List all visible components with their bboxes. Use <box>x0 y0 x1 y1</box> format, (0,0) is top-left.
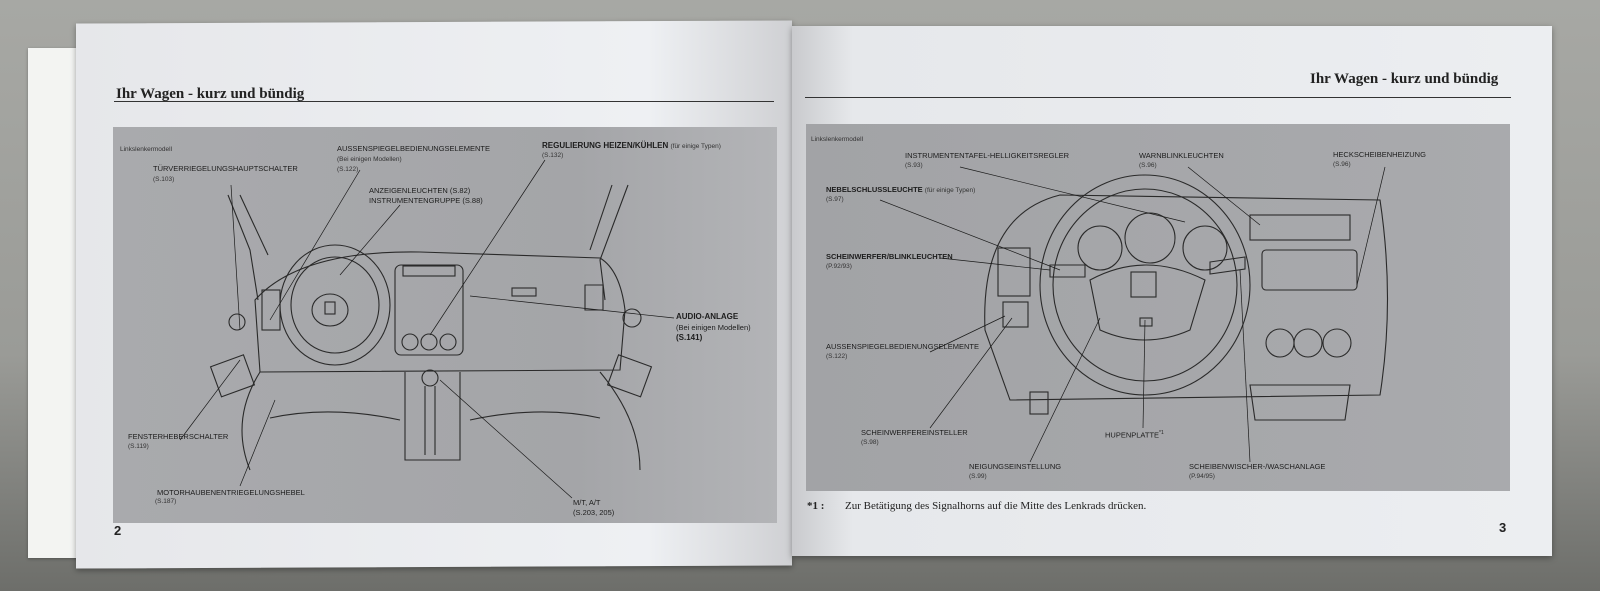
callout-mirror-note: (Bei einigen Modellen) <box>337 156 402 163</box>
page-number-left: 2 <box>114 523 122 538</box>
right-diagram-panel <box>806 124 1510 491</box>
book-edge <box>28 48 78 558</box>
page-number-right: 3 <box>1499 520 1507 535</box>
callout-mirror-ref: (S.122) <box>337 166 359 173</box>
model-label: Linkslenkermodell <box>811 136 864 143</box>
callout-headlight-ref: (P.92/93) <box>826 263 852 270</box>
callout-leveler-ref: (S.98) <box>861 439 879 446</box>
foglight-note: (für einige Typen) <box>924 187 976 194</box>
left-page-header: Ihr Wagen - kurz und bündig <box>116 86 305 102</box>
callout-headlight-label: SCHEINWERFER/BLINKLEUCHTEN <box>826 252 953 261</box>
callout-wiper-label: SCHEIBENWISCHER-/WASCHANLAGE <box>1189 462 1326 471</box>
right-page-header: Ihr Wagen - kurz und bündig <box>1310 71 1499 87</box>
callout-defrost-label: HECKSCHEIBENHEIZUNG <box>1333 150 1426 159</box>
horn-footnote-ref: *1 <box>1159 430 1164 436</box>
callout-foglight-label: NEBELSCHLUSSLEUCHTE (für einige Typen) <box>826 185 975 196</box>
header-rule <box>114 101 774 102</box>
callout-window-ref: (S.119) <box>128 443 149 450</box>
callout-hazard-ref: (S.96) <box>1139 162 1157 169</box>
callout-mirror-label: AUSSENSPIEGELBEDIENUNGSELEMENTE <box>337 144 490 153</box>
horn-label: HUPENPLATTE <box>1105 430 1160 440</box>
header-rule <box>805 97 1511 98</box>
callout-defrost-ref: (S.96) <box>1333 161 1351 168</box>
callout-climate-label: REGULIERUNG HEIZEN/KÜHLEN (für einige Ty… <box>542 141 721 152</box>
foglight-label: NEBELSCHLUSSLEUCHTE <box>826 185 923 194</box>
callout-horn-label: HUPENPLATTE*1 <box>1105 428 1164 441</box>
callout-wiper-ref: (P.94/95) <box>1189 473 1215 480</box>
callout-instruments-label: INSTRUMENTENGRUPPE (S.88) <box>369 196 483 205</box>
climate-note: (für einige Typen) <box>670 143 721 150</box>
footnote-text: Zur Betätigung des Signalhorns auf die M… <box>845 500 1147 512</box>
callout-audio-label: AUDIO-ANLAGE <box>676 312 739 321</box>
callout-door-lock-label: TÜRVERRIEGELUNGSHAUPTSCHALTER <box>153 164 298 173</box>
footnote-marker: *1 : <box>807 500 825 512</box>
callout-audio-note: (Bei einigen Modellen) <box>676 323 751 332</box>
callout-mirror-label: AUSSENSPIEGELBEDIENUNGSELEMENTE <box>826 342 979 351</box>
callout-tilt-ref: (S.99) <box>969 473 987 480</box>
callout-door-lock-ref: (S.103) <box>153 176 175 183</box>
callout-transmission-ref: (S.203, 205) <box>573 508 615 517</box>
callout-foglight-ref: (S.97) <box>826 196 844 203</box>
callout-dimmer-label: INSTRUMENTENTAFEL-HELLIGKEITSREGLER <box>905 151 1070 160</box>
climate-label: REGULIERUNG HEIZEN/KÜHLEN <box>542 141 669 150</box>
callout-dimmer-ref: (S.93) <box>905 162 923 169</box>
left-diagram-panel <box>113 127 777 523</box>
callout-hood-ref: (S.187) <box>155 498 177 505</box>
callout-mirror-ref: (S.122) <box>826 353 848 360</box>
callout-transmission-label: M/T, A/T <box>573 498 601 507</box>
callout-hazard-label: WARNBLINKLEUCHTEN <box>1139 151 1224 160</box>
callout-indicators-label: ANZEIGENLEUCHTEN (S.82) <box>369 186 471 195</box>
callout-leveler-label: SCHEINWERFEREINSTELLER <box>861 428 968 437</box>
callout-audio-ref: (S.141) <box>676 333 703 342</box>
callout-tilt-label: NEIGUNGSEINSTELLUNG <box>969 462 1062 471</box>
model-label: Linkslenkermodell <box>120 146 173 153</box>
callout-climate-ref: (S.132) <box>542 152 564 159</box>
callout-hood-label: MOTORHAUBENENTRIEGELUNGSHEBEL <box>157 488 305 497</box>
callout-window-label: FENSTERHEBERSCHALTER <box>128 432 229 441</box>
